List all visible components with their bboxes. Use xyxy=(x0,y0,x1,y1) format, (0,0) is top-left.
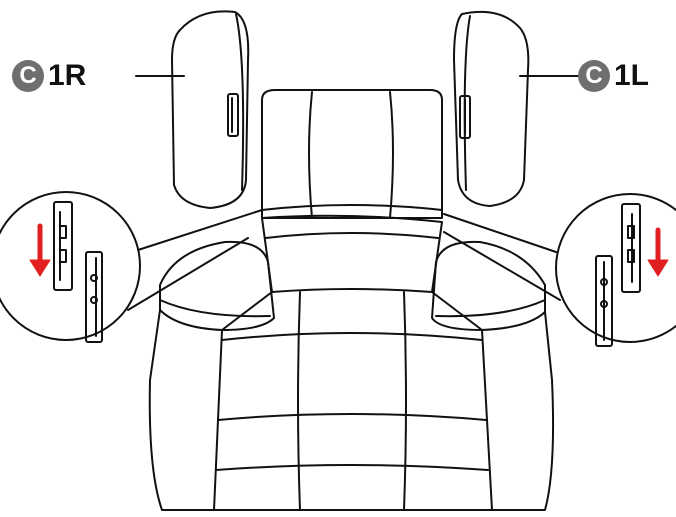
part-code: 1L xyxy=(614,59,650,92)
recliner-body xyxy=(148,214,555,511)
down-arrow-icon xyxy=(647,227,669,277)
callout-1r: C 1R xyxy=(12,56,86,96)
callout-1l: C 1L xyxy=(578,56,649,96)
part-badge: C xyxy=(12,60,44,92)
backrest xyxy=(261,89,443,219)
part-badge: C xyxy=(578,60,610,92)
detail-circle-left xyxy=(0,191,263,343)
armrest-cushion-1l xyxy=(453,10,530,207)
armrest-cushion-1r xyxy=(171,10,250,209)
detail-circle-right xyxy=(443,193,676,347)
down-arrow-icon xyxy=(29,223,51,277)
part-code: 1R xyxy=(48,59,87,92)
